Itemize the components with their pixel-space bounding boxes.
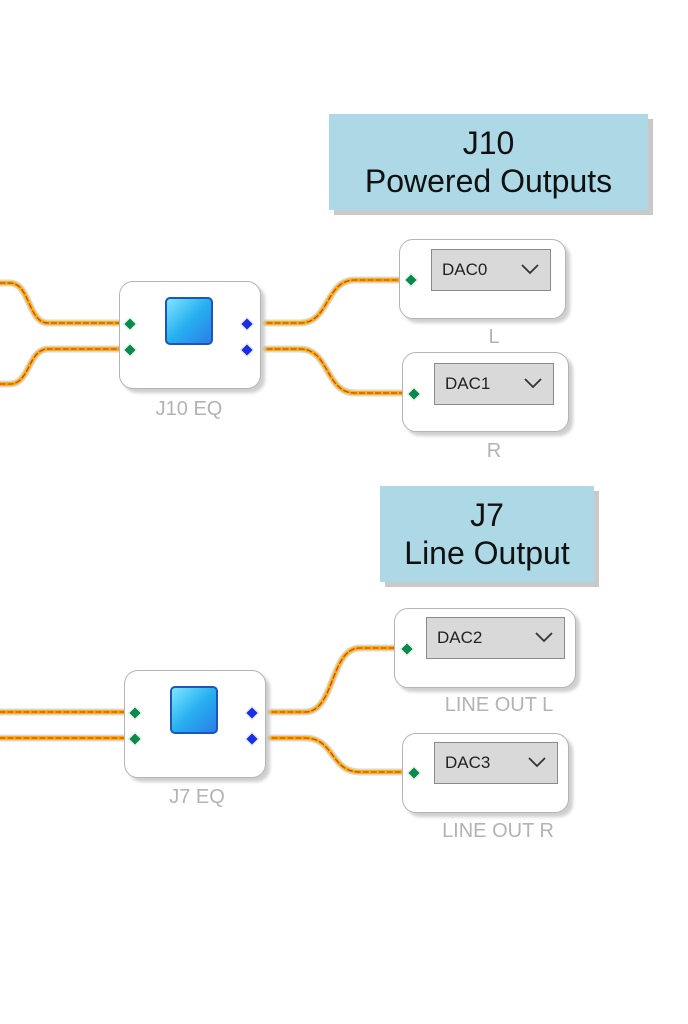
group-label-j10-line2: Powered Outputs xyxy=(364,163,613,199)
output-block-dac3[interactable]: DAC3 xyxy=(402,733,569,813)
chevron-down-icon xyxy=(535,632,553,643)
dac1-select[interactable]: DAC1 xyxy=(434,363,554,405)
input-pin-dac3[interactable] xyxy=(406,765,422,781)
dac0-caption: L xyxy=(488,326,500,348)
input-pin-dac2[interactable] xyxy=(399,641,415,657)
input-pin-dac0[interactable] xyxy=(403,272,419,288)
output-pin-j7-1[interactable] xyxy=(244,705,260,721)
dac0-select-value: DAC0 xyxy=(442,260,488,279)
output-pin-j7-2[interactable] xyxy=(244,731,260,747)
dac1-select-value: DAC1 xyxy=(445,374,491,393)
eq-block-j7[interactable] xyxy=(124,670,266,778)
eq-block-icon xyxy=(170,686,218,734)
chevron-down-icon xyxy=(528,757,546,768)
dac2-caption: LINE OUT L xyxy=(444,694,554,716)
dac0-select[interactable]: DAC0 xyxy=(431,249,551,291)
input-pin-j10-2[interactable] xyxy=(122,342,138,358)
eq-block-j10-caption: J10 EQ xyxy=(155,398,223,420)
chevron-down-icon xyxy=(521,264,539,275)
dac1-caption: R xyxy=(486,440,502,462)
group-label-j10: J10 Powered Outputs xyxy=(329,114,648,210)
dac3-caption: LINE OUT R xyxy=(442,820,554,842)
wire-in-j10-a xyxy=(0,281,130,325)
output-block-dac2[interactable]: DAC2 xyxy=(394,608,576,688)
input-pin-j10-1[interactable] xyxy=(122,316,138,332)
eq-block-j10[interactable] xyxy=(119,281,261,389)
output-block-dac0[interactable]: DAC0 xyxy=(399,239,566,319)
input-pin-j7-1[interactable] xyxy=(127,705,143,721)
output-pin-j10-1[interactable] xyxy=(239,316,255,332)
wire-j7-dac2 xyxy=(254,646,408,714)
input-pin-dac1[interactable] xyxy=(406,386,422,402)
eq-block-icon xyxy=(165,297,213,345)
dac2-select-value: DAC2 xyxy=(437,628,483,647)
group-label-j7-line2: Line Output xyxy=(404,535,570,571)
group-label-j10-line1: J10 xyxy=(462,125,515,161)
group-label-j7: J7 Line Output xyxy=(380,486,594,582)
wire-j7-dac3 xyxy=(254,736,415,774)
output-pin-j10-2[interactable] xyxy=(239,342,255,358)
input-pin-j7-2[interactable] xyxy=(127,731,143,747)
wire-j10-dac1 xyxy=(249,347,415,395)
dac2-select[interactable]: DAC2 xyxy=(426,617,565,659)
wire-in-j10-b xyxy=(0,347,130,386)
dac3-select-value: DAC3 xyxy=(445,753,491,772)
chevron-down-icon xyxy=(524,378,542,389)
dac3-select[interactable]: DAC3 xyxy=(434,742,558,784)
output-block-dac1[interactable]: DAC1 xyxy=(402,352,569,432)
group-label-j7-line1: J7 xyxy=(470,497,504,533)
eq-block-j7-caption: J7 EQ xyxy=(169,786,225,808)
